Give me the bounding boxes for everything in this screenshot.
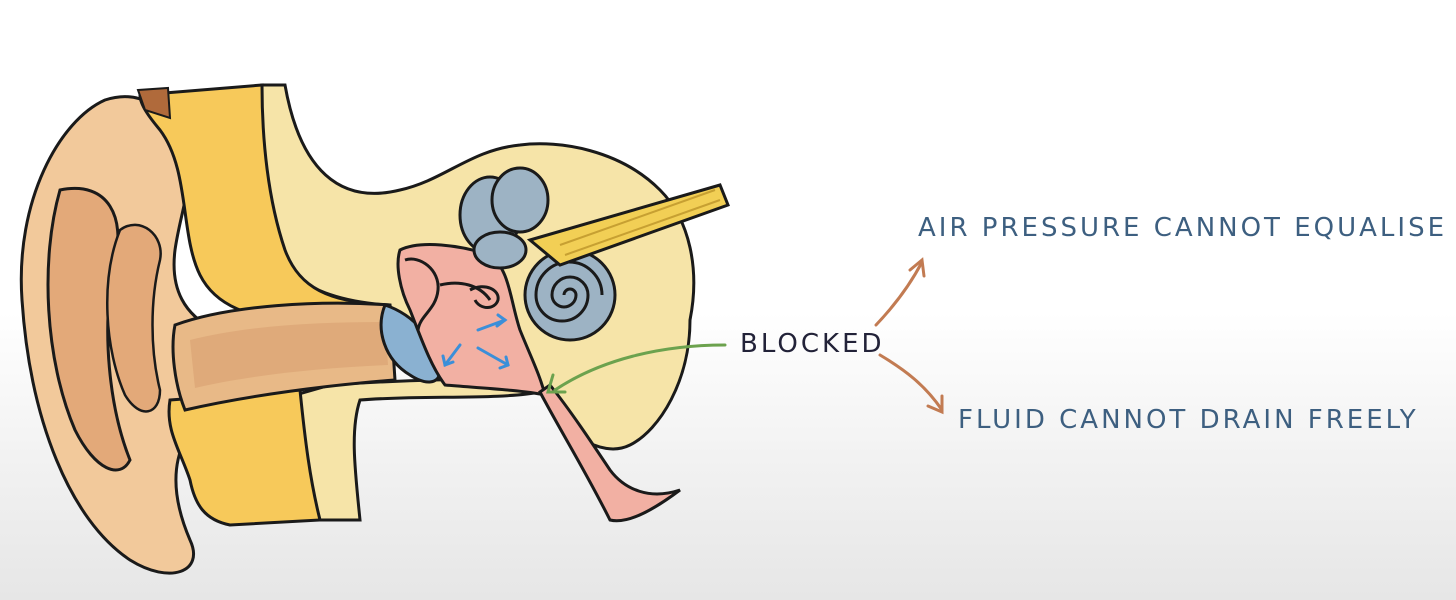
cartilage-lower [167, 388, 322, 527]
outer-ear-fold [46, 187, 132, 472]
nerve-lines [559, 189, 721, 256]
outer-ear-inner-fold [106, 223, 162, 413]
ossicles [404, 257, 500, 331]
fluid-arrows [441, 313, 510, 370]
air-pressure-label: AIR PRESSURE CANNOT EQUALISE [918, 213, 1447, 243]
semicircular-canals [458, 166, 550, 270]
ear-canal-shadow [190, 322, 388, 388]
air-pressure-arrow-head [908, 257, 926, 278]
eustachian-tube [538, 382, 681, 523]
fluid-arrow [878, 353, 944, 412]
fluid-drain-label: FLUID CANNOT DRAIN FREELY [958, 405, 1419, 435]
blocked-arrow [553, 343, 727, 392]
auditory-nerve [526, 183, 730, 267]
fluid-arrow-head [926, 394, 944, 415]
blocked-label: BLOCKED [740, 329, 885, 359]
bone-lower [293, 377, 542, 522]
blocked-arrow-head [545, 373, 567, 394]
air-pressure-arrow [874, 260, 924, 327]
cochlea [523, 248, 617, 342]
scalp-patch [136, 86, 172, 120]
